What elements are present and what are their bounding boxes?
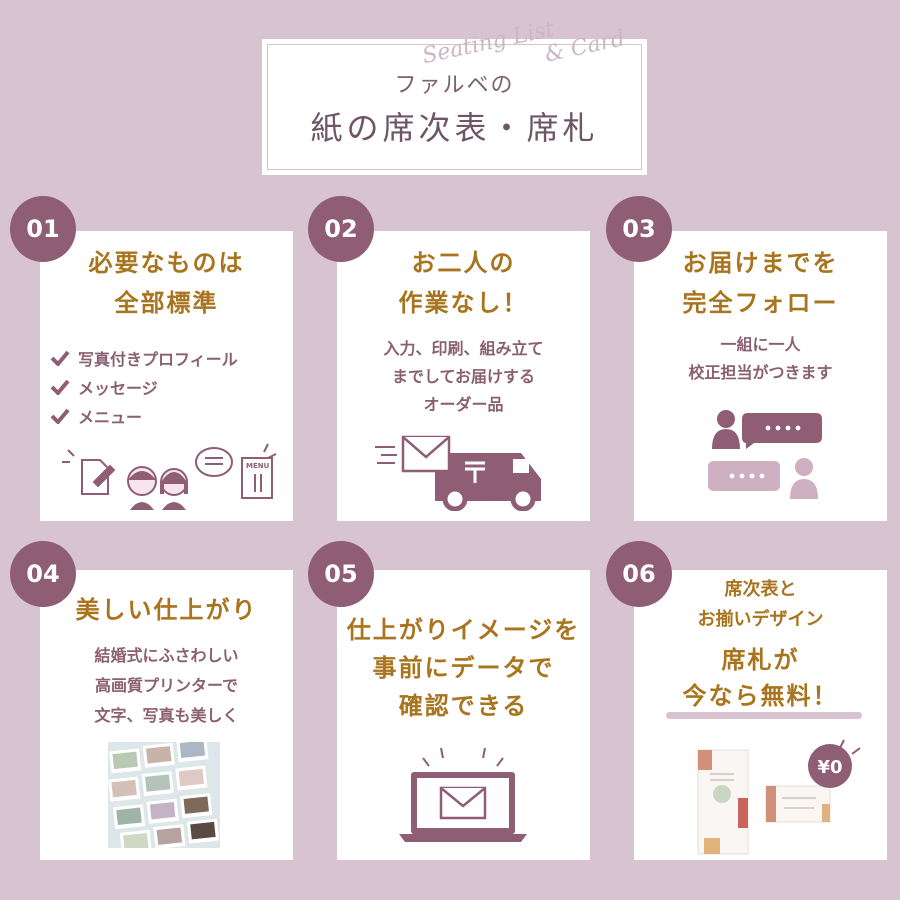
card-heading: 確認できる [398, 691, 529, 720]
card-subheading: 席次表と [724, 579, 797, 600]
menu-card-icon [241, 457, 273, 499]
card-heading: お二人の [411, 248, 516, 277]
badge-05: 05 [308, 541, 374, 607]
feature-card-04: 美しい仕上がり 結婚式にふさわしい 高画質プリンターで 文字、写真も美しく [40, 570, 293, 860]
feature-card-02: お二人の 作業なし！ 入力、印刷、組み立て までしてお届けする オーダー品 [337, 231, 590, 521]
postal-mark-icon [465, 461, 485, 483]
title-brand: ファルベの [394, 73, 515, 98]
feature-card-05: 仕上がりイメージを 事前にデータで 確認できる [337, 570, 590, 860]
highlight-underline [666, 712, 862, 719]
card-heading: 今なら無料！ [682, 681, 839, 710]
checklist-item: メッセージ [50, 372, 238, 401]
feature-card-06: 席次表と お揃いデザイン 席札が 今なら無料！ ¥0 [634, 570, 887, 860]
card-heading: 作業なし！ [398, 288, 529, 317]
card-body: 高画質プリンターで [94, 676, 239, 695]
check-icon [50, 379, 70, 395]
couple-icon [127, 466, 188, 510]
title-card: ファルベの 紙の席次表・席札 [267, 44, 642, 170]
card-heading: お届けまでを [682, 248, 839, 277]
delivery-truck-icon [435, 453, 541, 511]
card-heading: 事前にデータで [372, 653, 555, 682]
speed-lines [375, 446, 397, 464]
checklist-item: メニュー [50, 401, 238, 430]
card06-illustration: ¥0 [697, 739, 861, 855]
checklist-label: メッセージ [78, 378, 158, 398]
card-heading: 必要なものは [88, 248, 245, 277]
page-title: 紙の席次表・席札 [310, 109, 599, 147]
person-icon [790, 458, 818, 499]
card02-illustration [375, 435, 541, 511]
card-body: オーダー品 [423, 395, 504, 414]
menu-label: MENU [246, 462, 270, 470]
laptop-mail-icon [399, 747, 527, 842]
card-heading: 全部標準 [114, 288, 219, 317]
checklist-label: 写真付きプロフィール [78, 349, 238, 369]
card-body: 結婚式にふさわしい [94, 646, 239, 665]
badge-04: 04 [10, 541, 76, 607]
card03-illustration [708, 410, 822, 499]
badge-06: 06 [606, 541, 672, 607]
badge-01: 01 [10, 196, 76, 262]
feature-card-01: 必要なものは 全部標準 写真付きプロフィール メッセージ メニュー [40, 231, 293, 521]
sparkle-lines [62, 443, 277, 463]
chat-bubble-icon [742, 413, 822, 449]
badge-02: 02 [308, 196, 374, 262]
card-body: 校正担当がつきます [688, 363, 833, 382]
card-heading: 完全フォロー [682, 288, 839, 317]
photo-collage [108, 742, 220, 848]
envelope-icon [401, 435, 451, 473]
checklist: 写真付きプロフィール メッセージ メニュー [50, 343, 238, 430]
badge-03: 03 [606, 196, 672, 262]
card-heading: 美しい仕上がり [75, 595, 258, 624]
card-body: 一組に一人 [720, 335, 801, 354]
check-icon [50, 350, 70, 366]
feature-card-03: お届けまでを 完全フォロー 一組に一人 校正担当がつきます [634, 231, 887, 521]
sparkle-lines [422, 747, 504, 767]
person-icon [712, 410, 740, 449]
checklist-label: メニュー [78, 407, 143, 427]
place-card-image [765, 785, 831, 823]
envelope-icon [439, 786, 487, 820]
seating-chart-image [697, 749, 749, 855]
card-body: までしてお届けする [391, 367, 536, 386]
checklist-item: 写真付きプロフィール [50, 343, 238, 372]
chat-bubble-icon [708, 461, 780, 491]
card-body: 文字、写真も美しく [94, 706, 239, 725]
card-body: 入力、印刷、組み立て [383, 339, 544, 358]
price-tag-label: ¥0 [817, 757, 842, 778]
card-subheading: お揃いデザイン [697, 609, 824, 630]
check-icon [50, 408, 70, 424]
printed-photos-image [108, 742, 220, 848]
speech-bubble-icon [195, 447, 233, 477]
card01-illustration: MENU [62, 443, 277, 510]
card-heading: 席札が [721, 645, 800, 674]
card-heading: 仕上がりイメージを [346, 615, 581, 644]
price-tag-icon [808, 739, 861, 788]
document-edit-icon [81, 459, 116, 495]
